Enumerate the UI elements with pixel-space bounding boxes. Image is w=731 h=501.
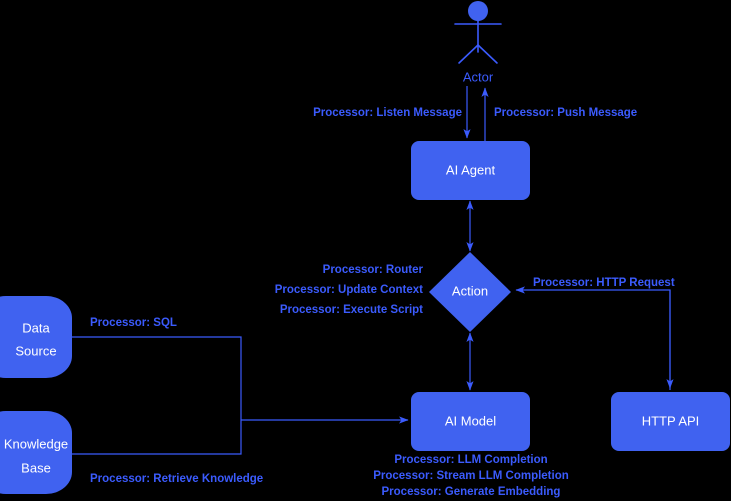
edge-retrieve-knowledge xyxy=(72,420,242,455)
http-api-box[interactable] xyxy=(611,392,730,451)
data-source-label-line1: Data xyxy=(22,320,50,335)
action-label: Action xyxy=(452,283,488,298)
ai-model-label: AI Model xyxy=(445,413,496,428)
knowledge-base-label-line1: Knowledge xyxy=(4,436,68,451)
node-action[interactable]: Action xyxy=(429,252,511,332)
ai-agent-label: AI Agent xyxy=(446,162,496,177)
edge-label-http-request: Processor: HTTP Request xyxy=(533,277,675,289)
ai-model-box[interactable] xyxy=(411,392,530,451)
http-api-label: HTTP API xyxy=(642,413,700,428)
actor-head-icon xyxy=(468,1,488,21)
actor-label: Actor xyxy=(463,69,494,84)
edge-label-llm-completion: Processor: LLM Completion xyxy=(394,454,547,466)
edge-label-execute-script: Processor: Execute Script xyxy=(280,304,423,316)
edge-label-stream-llm-completion: Processor: Stream LLM Completion xyxy=(373,470,569,482)
node-knowledge-base[interactable]: Knowledge Base xyxy=(0,411,72,494)
edge-label-update-context: Processor: Update Context xyxy=(275,284,423,296)
node-ai-agent[interactable]: AI Agent xyxy=(411,141,530,200)
edge-label-listen-message: Processor: Listen Message xyxy=(313,107,462,119)
data-source-cylinder[interactable] xyxy=(0,296,72,378)
actor-left-leg-line xyxy=(458,44,479,64)
edge-label-sql: Processor: SQL xyxy=(90,317,177,329)
knowledge-base-label-line2: Base xyxy=(21,460,51,475)
edge-label-push-message: Processor: Push Message xyxy=(494,107,637,119)
edge-label-generate-embedding: Processor: Generate Embedding xyxy=(382,486,561,498)
knowledge-base-cylinder[interactable] xyxy=(0,411,72,494)
node-http-api[interactable]: HTTP API xyxy=(611,392,730,451)
node-ai-model[interactable]: AI Model xyxy=(411,392,530,451)
ai-agent-box[interactable] xyxy=(411,141,530,200)
edge-label-router: Processor: Router xyxy=(323,264,424,276)
actor-right-leg-line xyxy=(477,44,498,64)
edge-http-request xyxy=(515,286,671,390)
action-diamond[interactable] xyxy=(429,252,511,332)
edge-label-retrieve-knowledge: Processor: Retrieve Knowledge xyxy=(90,473,263,485)
data-source-label-line2: Source xyxy=(15,343,56,358)
node-actor[interactable]: Actor xyxy=(454,1,502,84)
node-data-source[interactable]: Data Source xyxy=(0,296,72,378)
edge-sql xyxy=(72,336,242,420)
